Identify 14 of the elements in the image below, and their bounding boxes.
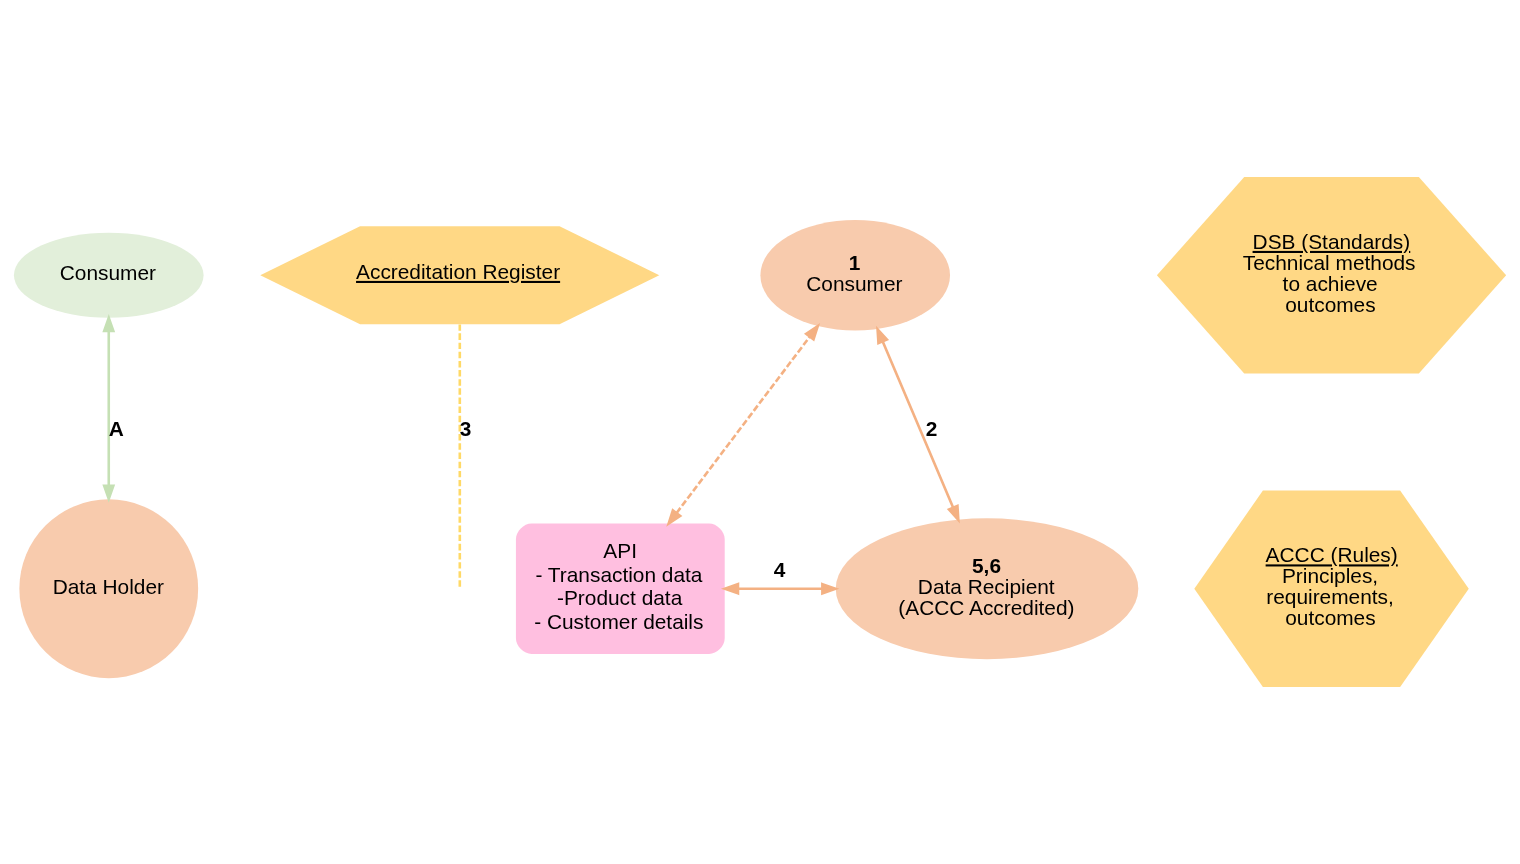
arrow <box>666 323 821 527</box>
edge-label: 2 <box>925 416 938 440</box>
arrow <box>102 313 116 503</box>
edge-label: 4 <box>773 557 786 581</box>
edge-label: 3 <box>459 416 472 440</box>
edge-label: A <box>108 416 124 440</box>
connector <box>458 324 462 588</box>
arrow <box>876 325 960 524</box>
node-box: API - Transaction data -Product data - Customer details <box>515 523 725 654</box>
node-ellipse: 1 Consumer <box>760 220 951 331</box>
node-ellipse: Consumer <box>13 232 204 318</box>
node-circle: Data Holder <box>19 499 199 679</box>
arrow <box>720 582 840 596</box>
node-ellipse: 5,6 Data Recipient (ACCC Accredited) <box>835 518 1139 660</box>
